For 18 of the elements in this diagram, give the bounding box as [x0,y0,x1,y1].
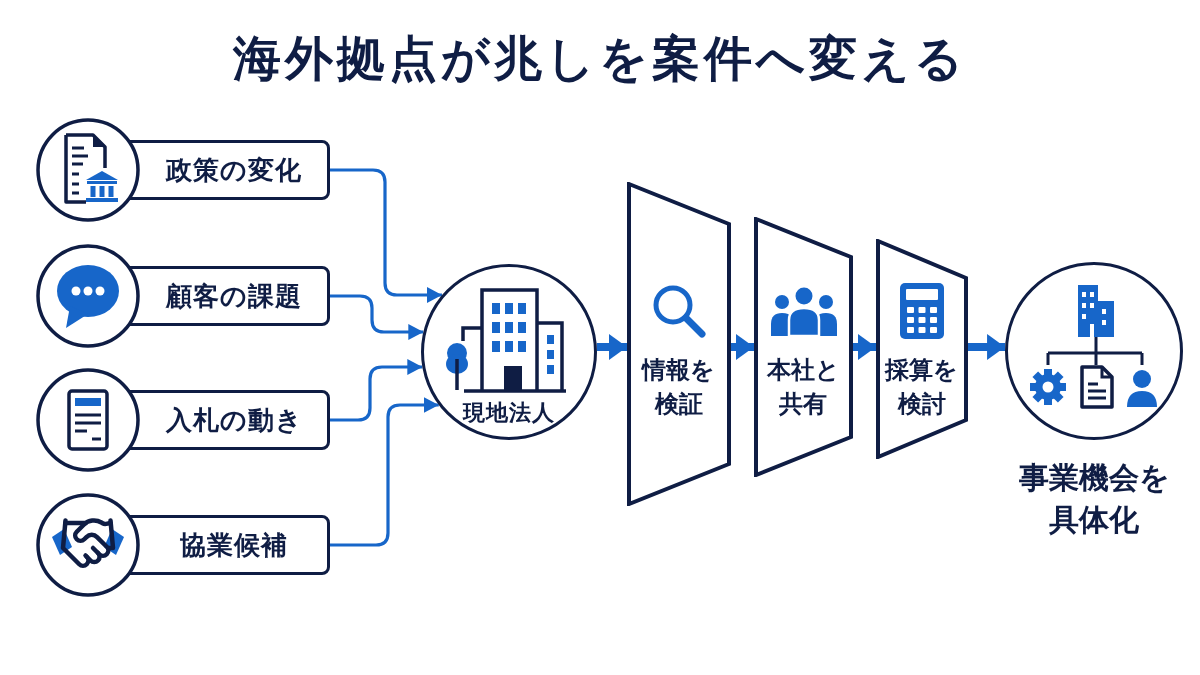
diagram-title: 海外拠点が兆しを案件へ変える [233,29,967,88]
node-label: 情報を検証 [640,355,717,420]
block-arrow [853,334,876,360]
node-label: 事業機会を具体化 [1017,459,1171,539]
node-label: 入札の動き [165,404,303,436]
block-arrow [968,334,1006,360]
node-label: 政策の変化 [166,154,302,186]
block-arrow [596,334,627,360]
connector-arrow [330,397,439,547]
connector-arrow [330,359,423,422]
node-label: 協業候補 [180,529,288,561]
node-label: 採算を検討 [883,355,960,420]
node-label: 顧客の課題 [166,280,302,312]
node-label: 本社と共有 [766,355,841,420]
connector-arrow [330,294,424,340]
connector-arrow [330,168,442,303]
node-label: 現地法人 [463,398,555,427]
block-arrow [731,334,754,360]
